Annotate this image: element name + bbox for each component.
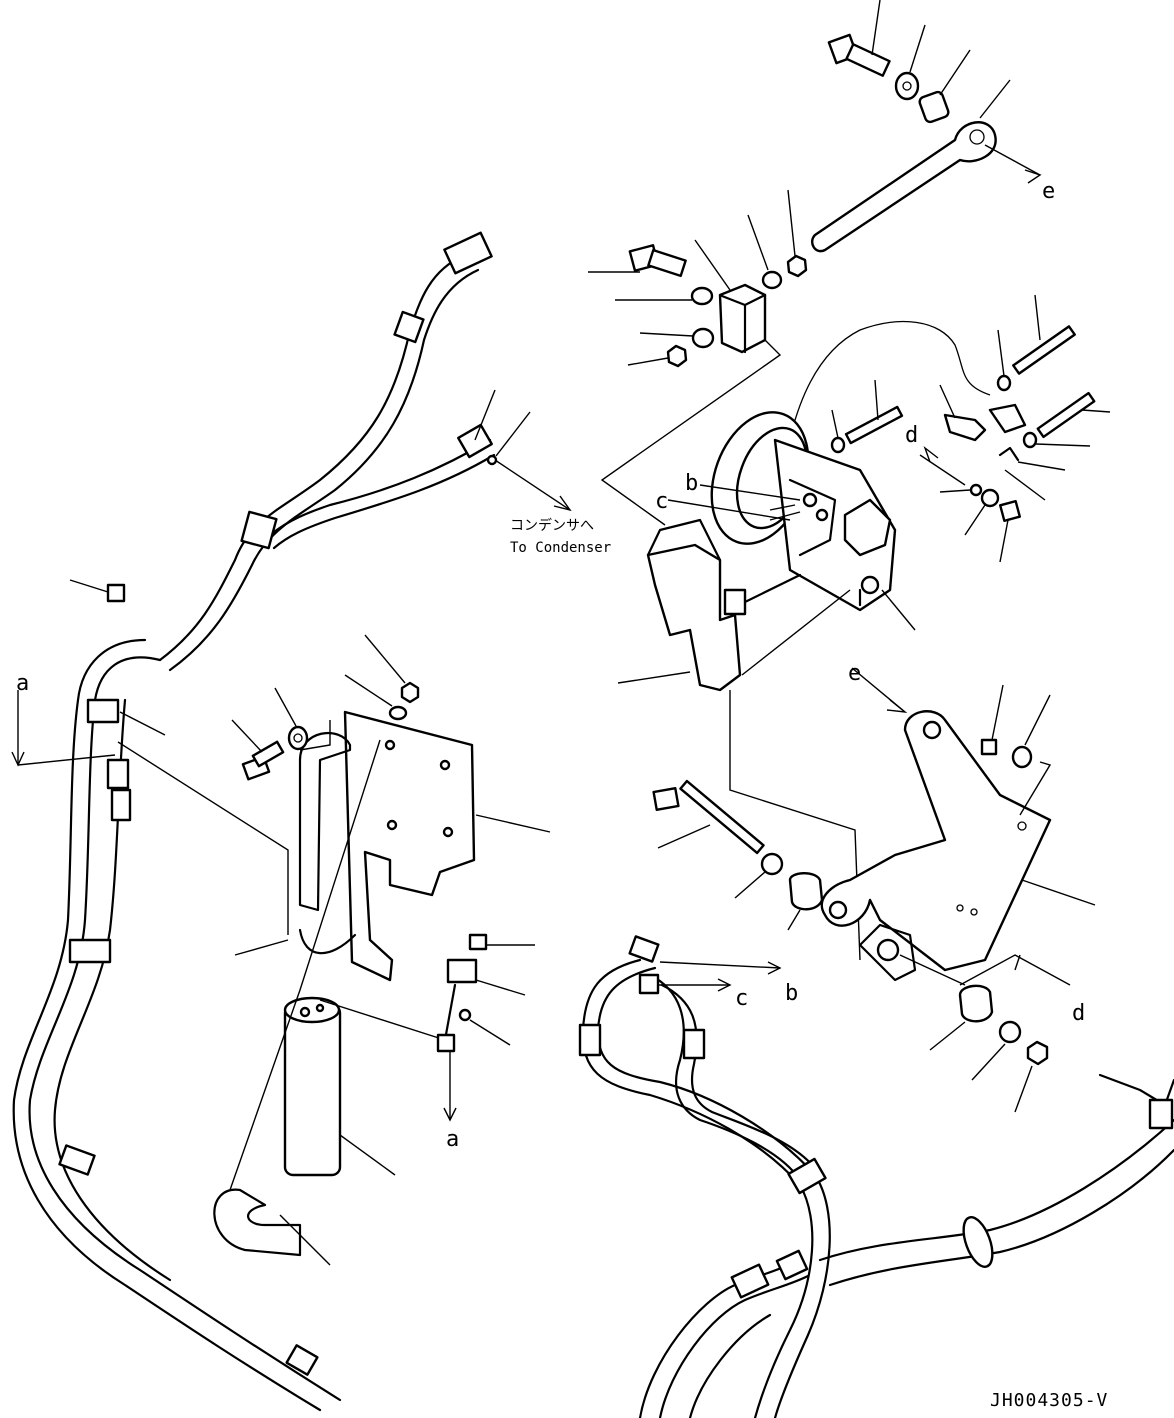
compressor-side-parts: d [830,294,1111,563]
rubber-bushing-2 [958,984,994,1023]
bottom-hose-assembly: b c [578,935,1174,1418]
through-bolt-head [652,787,680,811]
through-bolt-shank [679,779,765,855]
hose-fitting-condenser [457,423,493,459]
to-condenser-note: コンデンサへ To Condenser [474,389,611,556]
left-hose-assembly [12,231,496,1412]
rod-bolt-shank [845,43,891,77]
nut [400,681,420,704]
small-bracket [943,413,987,442]
hose-band-bottom [285,1344,319,1376]
condenser-note-ja: コンデンサへ [510,517,594,534]
mount-block [718,283,767,354]
mount-washer [690,286,714,306]
label-a-top: a [16,671,29,696]
hose-crimp [393,310,425,344]
switch-bolt [468,933,488,951]
mount-washer-2 [691,327,715,349]
bottom-hose-band-2 [682,1028,706,1060]
label-e-upper: e [1042,179,1055,204]
connector [988,403,1027,434]
dryer-clamp-band [298,731,352,912]
drawing-number: JH004305-V [990,1390,1108,1411]
compressor-assembly: b c [617,320,991,961]
adjusting-rod-assembly: e [811,0,1055,253]
receiver-dryer-assembly [117,634,551,1266]
hose-fitting-c [638,973,660,995]
compressor-port [843,498,892,557]
rubber-bushing [788,872,824,911]
bushing-washer [998,1020,1022,1044]
hose-joint-2 [110,788,132,822]
hose-band [68,938,112,964]
label-d-lower: d [1072,1001,1085,1026]
mount-bolt-shank [647,248,687,278]
label-c-lower: c [735,986,748,1011]
long-bolt [844,405,904,445]
compressor-body [773,438,897,612]
through-washer [760,852,784,876]
bushing-nut [1026,1040,1049,1066]
switch-fitting [436,1033,456,1053]
hose-band-lower [58,1144,96,1176]
block-washer [761,270,783,290]
rod-washer [894,71,920,101]
condenser-note-en: To Condenser [510,540,611,556]
plate-nut [922,720,942,740]
switch-bracket [446,958,478,984]
mount-nut [666,344,688,368]
hose-fitting-b [628,935,660,963]
compressor-mount-bracket: e d [820,661,1096,1026]
washer-2 [388,705,408,721]
label-b-lower: b [785,981,798,1006]
clip [86,698,120,724]
dryer-bracket [343,710,476,982]
bracket-boss [723,588,747,616]
reference-arrow-a-top: a [11,671,116,767]
compressor-bracket [646,543,742,692]
pressure-switch-fitting: a [436,933,535,1152]
plate-bolt [980,738,998,756]
label-c-upper: c [655,489,668,514]
bottom-hose-band [578,1023,602,1057]
label-b-upper: b [685,471,698,496]
label-e-lower: e [848,661,861,686]
clip-bolt [106,583,126,603]
hose-end-fitting-top [443,231,493,275]
hose-clamp [240,510,278,550]
adjusting-rod [811,121,997,253]
label-a-bottom: a [446,1127,459,1152]
bottom-hose-clamp [787,1157,827,1195]
hose-end-fitting-right [1148,1098,1174,1130]
hose-grommet [962,1216,994,1268]
u-bolt [213,1188,302,1257]
washer [287,725,309,751]
block-nut [786,254,808,278]
long-bolt-3 [1036,391,1096,439]
mount-plate [820,710,1052,972]
long-bolt-2 [1012,325,1076,375]
label-d-upper: d [905,423,918,448]
compressor-mount-parts [588,189,808,526]
hose-joint [106,758,130,790]
through-bolt-parts [652,779,1049,1113]
receiver-dryer [283,1003,342,1177]
rod-spacer [918,90,950,124]
